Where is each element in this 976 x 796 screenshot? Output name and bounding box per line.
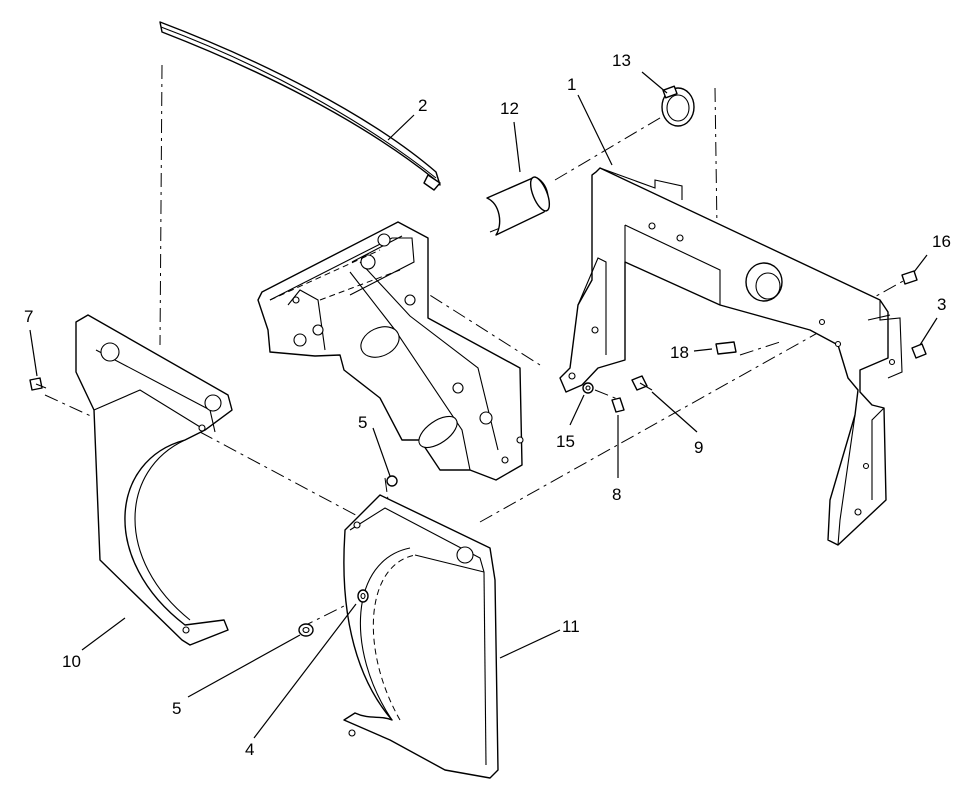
hose-sleeve-part [486,176,551,236]
main-shroud-bracket-part [559,167,903,546]
callout-8: 8 [612,485,621,504]
fastener-nut-5-lower [298,623,314,637]
callout-11: 11 [562,617,580,636]
callout-15: 15 [556,432,575,451]
callout-18: 18 [670,343,689,362]
hose-clamp-part [661,85,695,127]
callout-16: 16 [932,232,951,251]
callout-9: 9 [694,438,703,457]
center-plate-part [257,221,524,481]
fastener-bolt-7 [29,377,47,391]
callout-1: 1 [567,75,576,94]
fastener-bolt-8 [611,397,625,413]
fastener-washer-15 [582,382,594,394]
fastener-bolt-9 [631,375,653,391]
seal-strip-part [159,21,441,191]
fastener-washer-4 [357,589,369,603]
callout-leader-lines [29,71,938,739]
callout-5-upper: 5 [358,413,367,432]
callout-3: 3 [937,295,946,314]
fastener-bolt-3 [911,343,927,359]
callout-2: 2 [418,96,427,115]
right-shroud-part [343,494,499,779]
callout-labels: 1 2 3 4 5 5 7 8 9 10 11 12 13 15 16 18 [24,51,951,759]
callout-13: 13 [612,51,631,70]
callout-10: 10 [62,652,81,671]
left-shroud-part [75,314,233,646]
fastener-bolt-16 [901,270,918,285]
callout-12: 12 [500,99,519,118]
fastener-nut-5-upper [386,475,398,487]
callout-5-lower: 5 [172,699,181,718]
callout-4: 4 [245,740,254,759]
clip-part [715,341,737,355]
callout-7: 7 [24,307,33,326]
